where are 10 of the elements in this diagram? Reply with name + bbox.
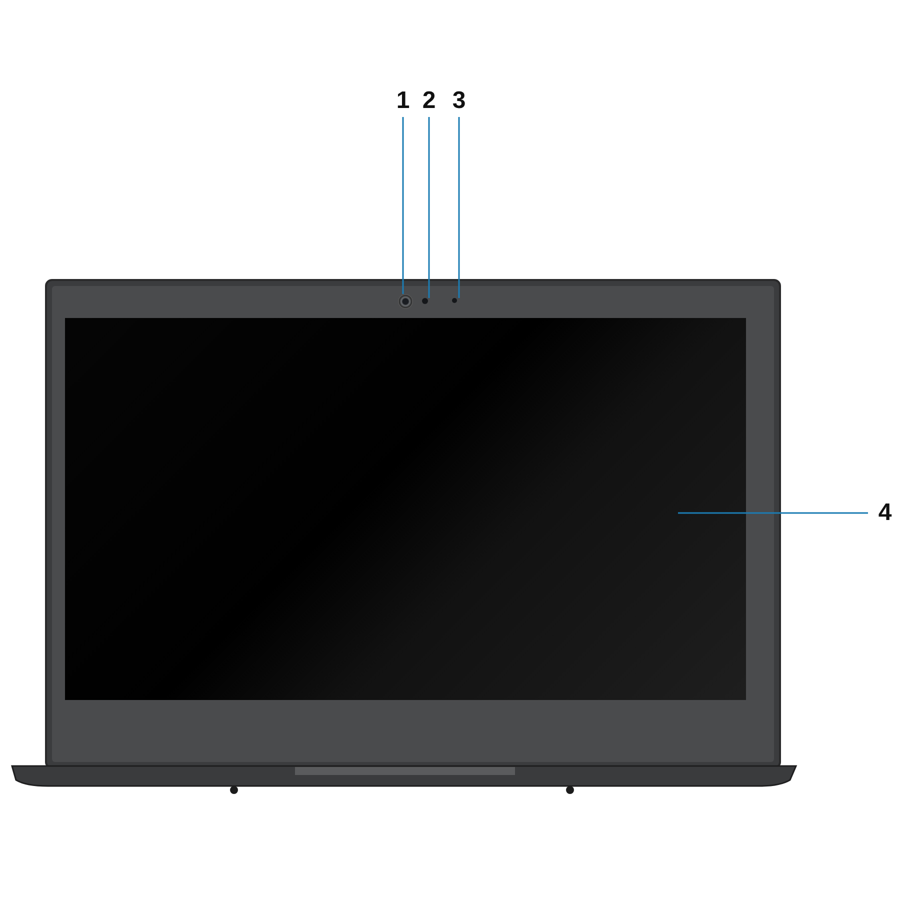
leader-line — [458, 117, 460, 298]
display-screen — [65, 318, 746, 700]
leader-line — [428, 117, 430, 298]
callout-number: 1 — [394, 88, 412, 114]
leader-line — [678, 512, 868, 514]
callout-number: 3 — [450, 88, 468, 114]
leader-line — [402, 117, 404, 294]
callout-number: 2 — [420, 88, 438, 114]
callout-number: 4 — [876, 500, 894, 526]
microphone-hole — [452, 298, 457, 303]
